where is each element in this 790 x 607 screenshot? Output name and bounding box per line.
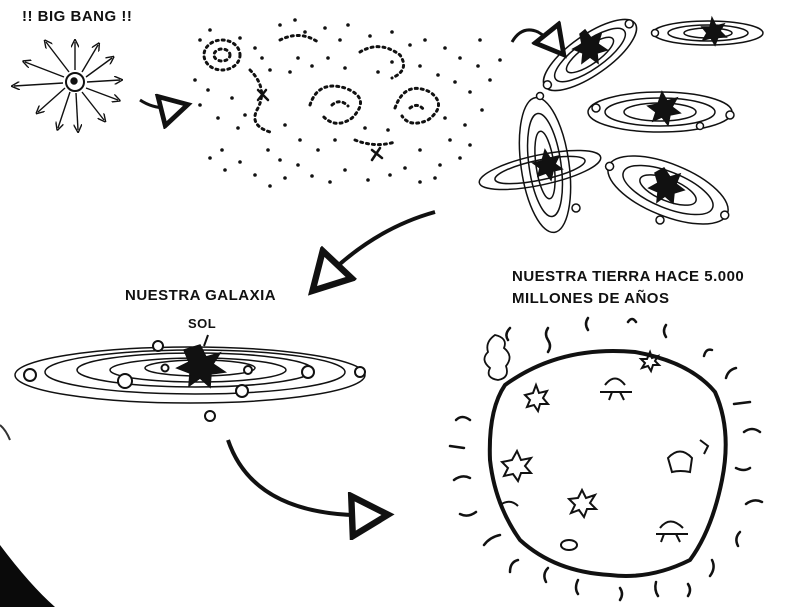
craters — [500, 352, 708, 550]
star-icon — [649, 168, 684, 203]
volcano-icon — [484, 335, 509, 380]
arrow-icon — [512, 30, 560, 50]
scattered-dots — [193, 18, 502, 188]
arrow-icon — [228, 440, 380, 515]
arrow-icon — [140, 100, 182, 108]
galaxy-cloud — [193, 18, 502, 188]
formed-galaxies — [476, 7, 763, 239]
sun-label: SOL — [188, 316, 216, 331]
galaxy-icon — [476, 93, 604, 236]
galaxy-icon — [588, 92, 734, 132]
our-earth-label: NUESTRA TIERRA HACE 5.000 MILLONES DE AÑ… — [512, 266, 744, 310]
our-galaxy-icon — [15, 335, 365, 421]
big-bang-label: !! BIG BANG !! — [22, 8, 132, 25]
sun-star-icon — [177, 345, 225, 387]
galaxy-icon — [652, 18, 764, 45]
dark-corner — [0, 545, 55, 607]
dark-corner-edge — [0, 425, 10, 440]
our-earth-label-line1: NUESTRA TIERRA HACE 5.000 — [512, 266, 744, 288]
big-bang-explosion-icon — [14, 42, 120, 130]
arrow-icon — [318, 212, 435, 285]
our-earth-label-line2: MILLONES DE AÑOS — [512, 288, 744, 310]
our-galaxy-label: NUESTRA GALAXIA — [125, 287, 276, 304]
